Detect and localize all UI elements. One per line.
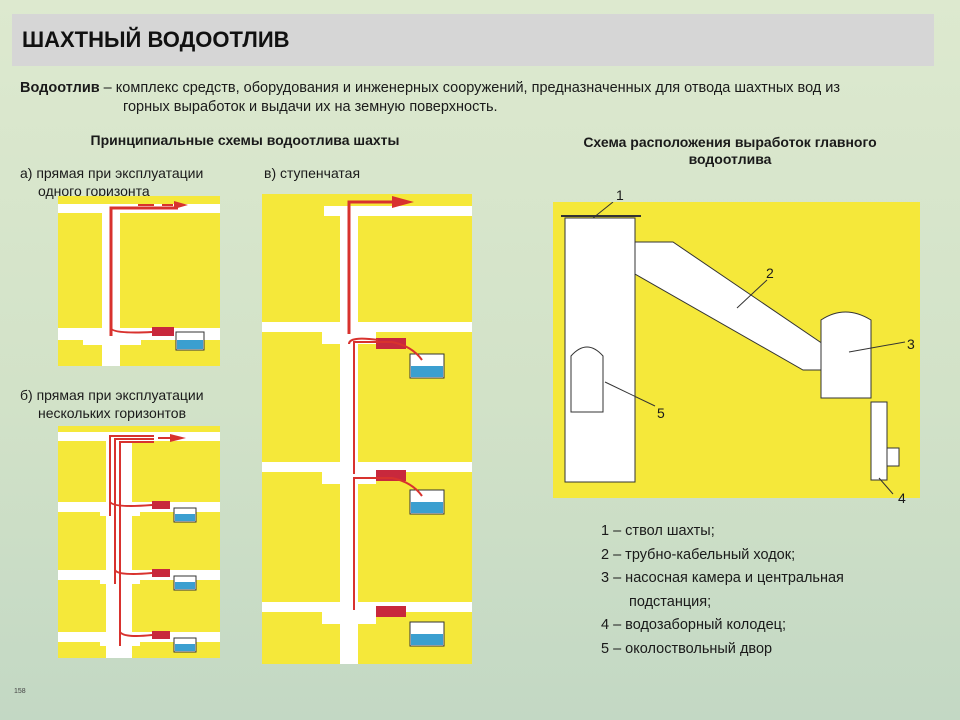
callout-3: 3: [907, 336, 915, 352]
scheme-a-label-line1: а) прямая при эксплуатации: [20, 165, 204, 181]
legend-item-2: 2 – трубно-кабельный ходок;: [601, 546, 796, 563]
scheme-a-label-line2: одного горизонта: [38, 183, 150, 199]
legend-item-3-cont: подстанция;: [629, 593, 712, 610]
definition-term: Водоотлив: [20, 80, 100, 96]
scheme-a-diagram: [58, 196, 220, 366]
scheme-b-label-line2: нескольких горизонтов: [38, 405, 187, 421]
legend-item-4: 4 – водозаборный колодец;: [601, 617, 787, 633]
right-heading-line2: водоотлива: [688, 151, 772, 167]
definition-line2: горных выработок и выдачи их на земную п…: [123, 99, 498, 115]
scheme-b-diagram: [58, 426, 220, 658]
scheme-b-label-line1: б) прямая при эксплуатации: [20, 387, 204, 403]
definition-text: Водоотлив – комплекс средств, оборудован…: [20, 79, 940, 117]
callout-2: 2: [766, 265, 774, 281]
slide-title: ШАХТНЫЙ ВОДООТЛИВ: [12, 14, 934, 66]
definition-line1: – комплекс средств, оборудования и инжен…: [99, 80, 841, 96]
layout-schematic: [553, 202, 920, 498]
scheme-v-label: в) ступенчатая: [264, 165, 361, 181]
scheme-v-diagram: [262, 194, 472, 664]
legend-item-3: 3 – насосная камера и центральная: [601, 570, 844, 586]
page-number: 158: [14, 688, 26, 695]
legend-item-5: 5 – околоствольный двор: [601, 640, 773, 657]
callout-1: 1: [616, 187, 624, 203]
left-heading: Принципиальные схемы водоотлива шахты: [90, 132, 400, 148]
legend-item-1: 1 – ствол шахты;: [601, 523, 715, 539]
callout-5: 5: [657, 405, 665, 421]
right-heading-line1: Схема расположения выработок главного: [583, 134, 877, 150]
callout-4: 4: [898, 490, 906, 506]
legend: 1 – ствол шахты; 2 – трубно-кабельный хо…: [601, 520, 844, 661]
